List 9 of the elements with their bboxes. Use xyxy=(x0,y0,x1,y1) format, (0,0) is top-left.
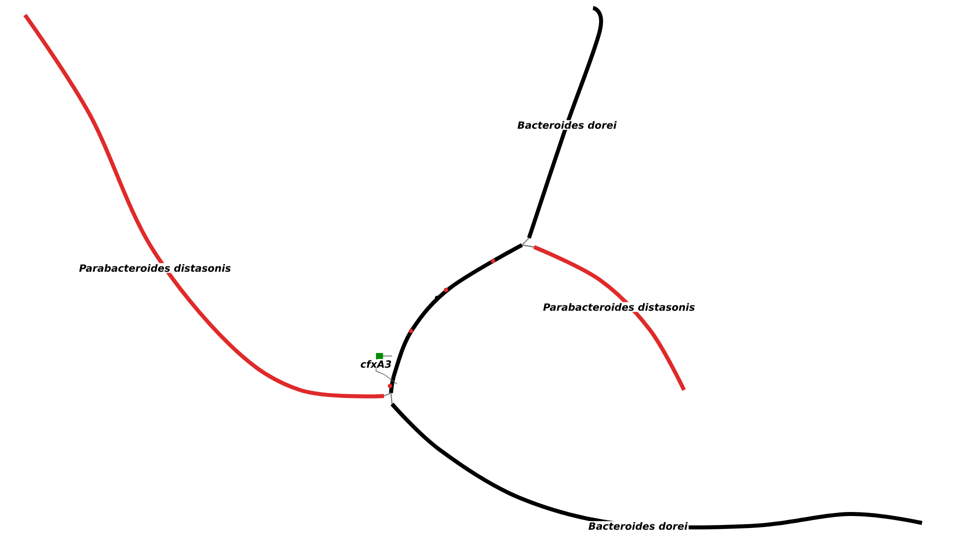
segment-label: Bacteroides dorei xyxy=(518,121,617,129)
junction-link xyxy=(522,238,530,246)
gene-label: cfxA3 xyxy=(360,360,392,368)
junction-link xyxy=(522,244,534,248)
segment-label: Bacteroides dorei xyxy=(588,522,688,530)
junction-link xyxy=(390,392,393,404)
junction-link xyxy=(384,392,392,397)
segment-label: Parabacteroides distasonis xyxy=(79,264,231,272)
segment-label: Parabacteroides distasonis xyxy=(543,303,695,311)
